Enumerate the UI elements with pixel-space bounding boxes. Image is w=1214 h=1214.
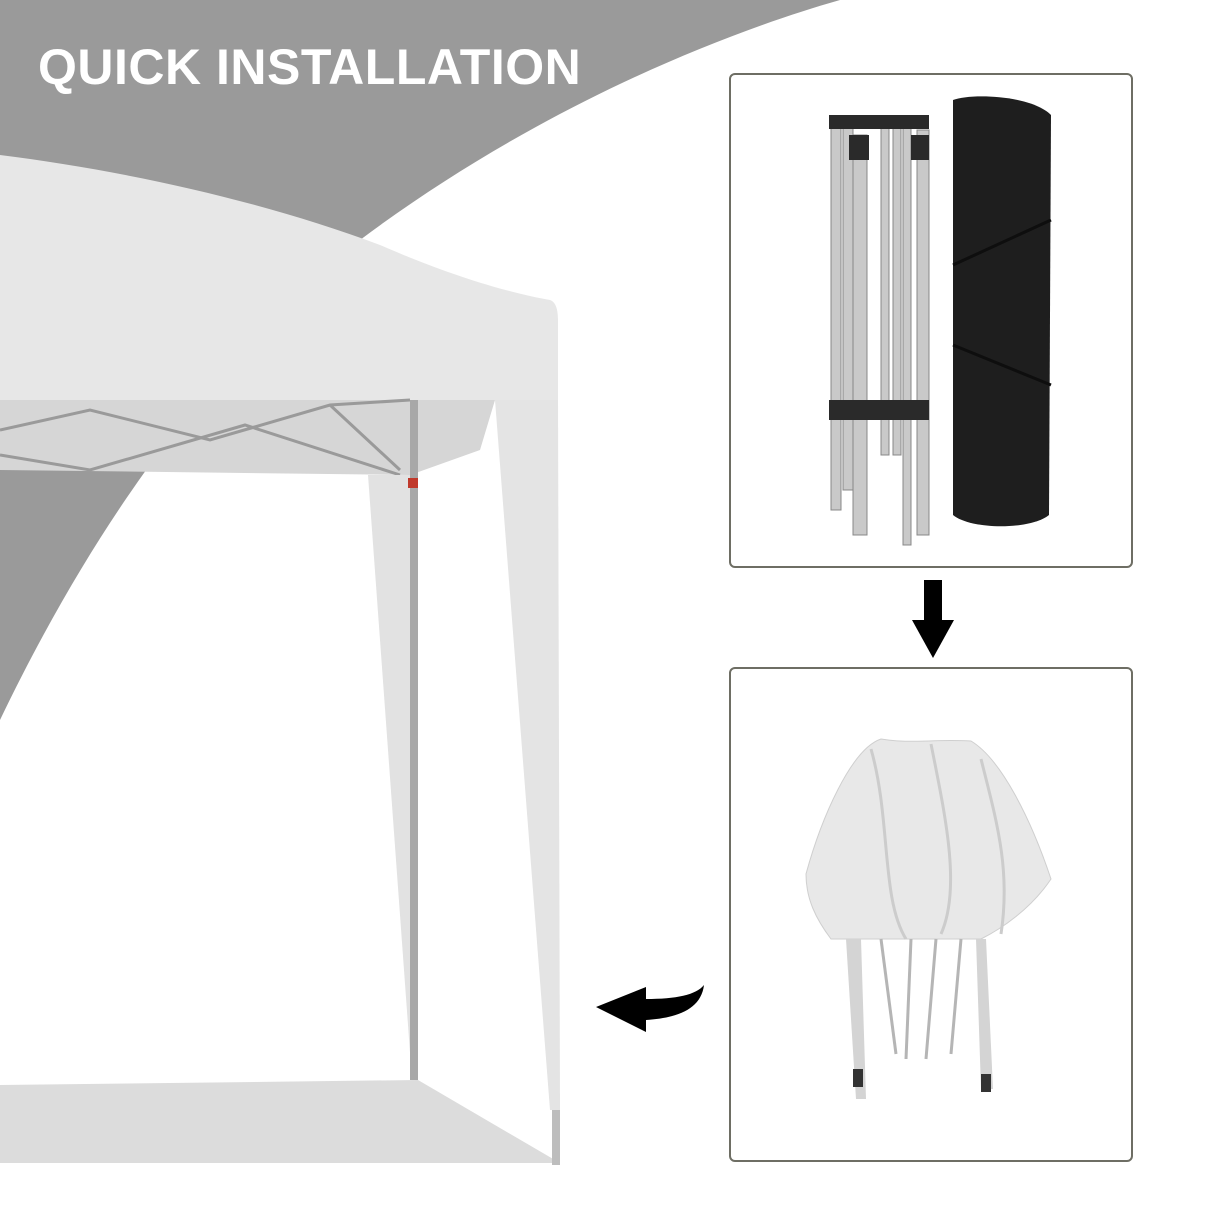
ground-shadow: [0, 1080, 560, 1163]
canopy-roof: [0, 155, 558, 400]
truss-frame: [0, 398, 411, 477]
canopy-underside: [0, 400, 495, 475]
right-wall-fabric: [495, 400, 560, 1110]
page-title: QUICK INSTALLATION: [38, 39, 582, 95]
curved-left-arrow-icon: [596, 985, 704, 1032]
step-panel-folded-frame: [729, 73, 1133, 568]
down-arrow-icon: [912, 580, 954, 658]
step-panel-folded-canopy: [729, 667, 1133, 1162]
right-leg-pole: [552, 1110, 560, 1165]
leg-marker: [408, 478, 418, 488]
carry-bag: [953, 96, 1051, 527]
front-leg-pole: [410, 400, 418, 1080]
folded-canopy-illustration: [805, 738, 1052, 1099]
front-leg-fabric: [368, 475, 418, 1080]
gray-banner-shape: [0, 0, 840, 720]
folded-frame-illustration: [829, 96, 1052, 546]
